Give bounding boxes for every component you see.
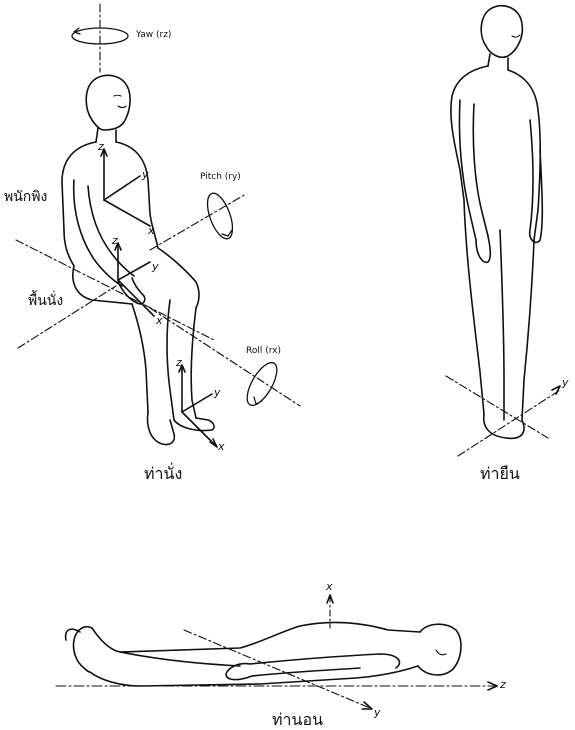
sitting-caption: ท่านั่ง <box>144 462 182 487</box>
sitting-figure <box>16 4 300 447</box>
feet-y-axis-label: y <box>214 386 221 399</box>
backrest-z-axis-label: z <box>98 140 104 153</box>
pitch-label: Pitch (ry) <box>200 172 241 182</box>
backrest-x-axis-label: x <box>148 224 155 237</box>
standing-y-axis-label: y <box>562 376 569 389</box>
backrest-y-axis-label: y <box>142 168 149 181</box>
seat-x-axis-label: x <box>156 314 163 327</box>
seat-label: พื้นนั่ง <box>28 290 63 312</box>
seat-y-axis-label: y <box>152 260 159 273</box>
backrest-label: พนักพิง <box>4 186 47 208</box>
seat-z-axis-label: z <box>112 234 118 247</box>
lying-caption: ท่านอน <box>272 708 323 730</box>
lying-x-axis-label: x <box>326 580 333 593</box>
roll-rotation-arrow <box>241 358 282 410</box>
lying-y-axis-label: y <box>374 706 381 719</box>
roll-label: Roll (rx) <box>246 346 281 356</box>
sitting-head <box>86 75 130 130</box>
lying-z-axis-label: z <box>500 678 506 691</box>
standing-head <box>481 6 522 58</box>
feet-x-axis-label: x <box>218 440 225 453</box>
yaw-label: Yaw (rz) <box>136 30 171 40</box>
standing-figure <box>446 6 560 456</box>
feet-z-axis-label: z <box>176 356 182 369</box>
standing-caption: ท่ายืน <box>480 462 520 487</box>
lying-figure <box>56 595 497 709</box>
